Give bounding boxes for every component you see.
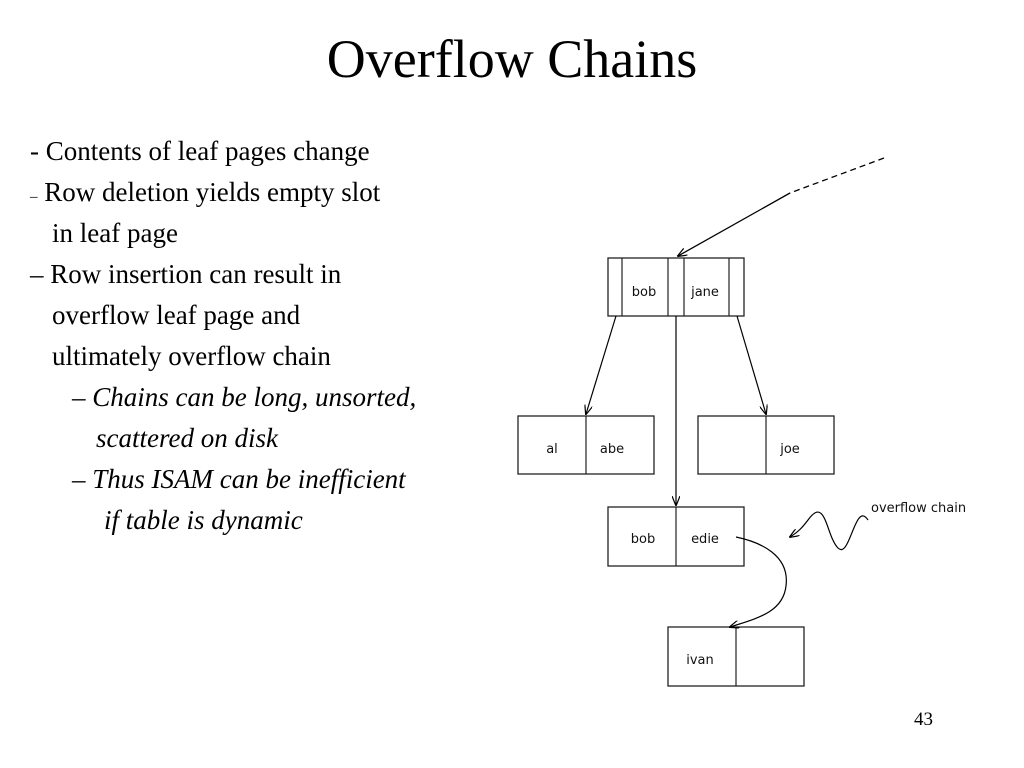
sub-bullet-isam-inefficient-continuation: if table is dynamic	[104, 505, 303, 535]
overflow-key-ivan: ivan	[686, 653, 714, 668]
middle-leaf-key-bob: bob	[631, 532, 655, 547]
bullet-dash: –	[30, 189, 38, 205]
root-key-jane: jane	[690, 285, 719, 300]
root-key-bob: bob	[632, 285, 656, 300]
incoming-dashed-pointer	[789, 157, 885, 194]
sub-bullet-isam-inefficient: – Thus ISAM can be inefficient	[72, 464, 406, 494]
left-leaf-page: al abe	[517, 415, 655, 475]
bullet-row-deletion-text: Row deletion yields empty slot	[44, 177, 381, 207]
page-number: 43	[914, 709, 933, 730]
bullet-row-deletion-continuation: in leaf page	[52, 218, 178, 248]
incoming-pointer-arrow	[678, 192, 791, 256]
root-node-box	[607, 257, 745, 317]
root-index-node: bob jane	[607, 257, 745, 317]
bullet-row-insertion-continuation-1: overflow leaf page and	[52, 300, 301, 330]
pointer-root-to-right-leaf	[736, 315, 766, 414]
pointer-overflow-chain	[730, 536, 787, 627]
bullet-contents-change: - Contents of leaf pages change	[30, 136, 370, 166]
sub-bullet-chains-long-continuation: scattered on disk	[96, 423, 278, 453]
pointer-root-to-left-leaf	[586, 315, 617, 414]
bullet-row-deletion: – Row deletion yields empty slot	[30, 179, 380, 206]
overflow-label-pointer	[790, 511, 869, 551]
overflow-page: ivan	[667, 626, 805, 687]
overflow-chain-label: overflow chain	[871, 501, 966, 516]
right-leaf-key-joe: joe	[779, 442, 800, 457]
left-leaf-key-abe: abe	[600, 442, 624, 457]
middle-leaf-page: bob edie	[607, 506, 745, 567]
slide-title: Overflow Chains	[326, 29, 698, 89]
sub-bullet-chains-long: – Chains can be long, unsorted,	[72, 382, 417, 412]
left-leaf-key-al: al	[546, 442, 558, 457]
bullet-row-insertion: – Row insertion can result in	[30, 259, 342, 289]
middle-leaf-key-edie: edie	[691, 532, 719, 547]
right-leaf-page: joe	[697, 415, 835, 475]
bullet-row-insertion-continuation-2: ultimately overflow chain	[52, 341, 331, 371]
